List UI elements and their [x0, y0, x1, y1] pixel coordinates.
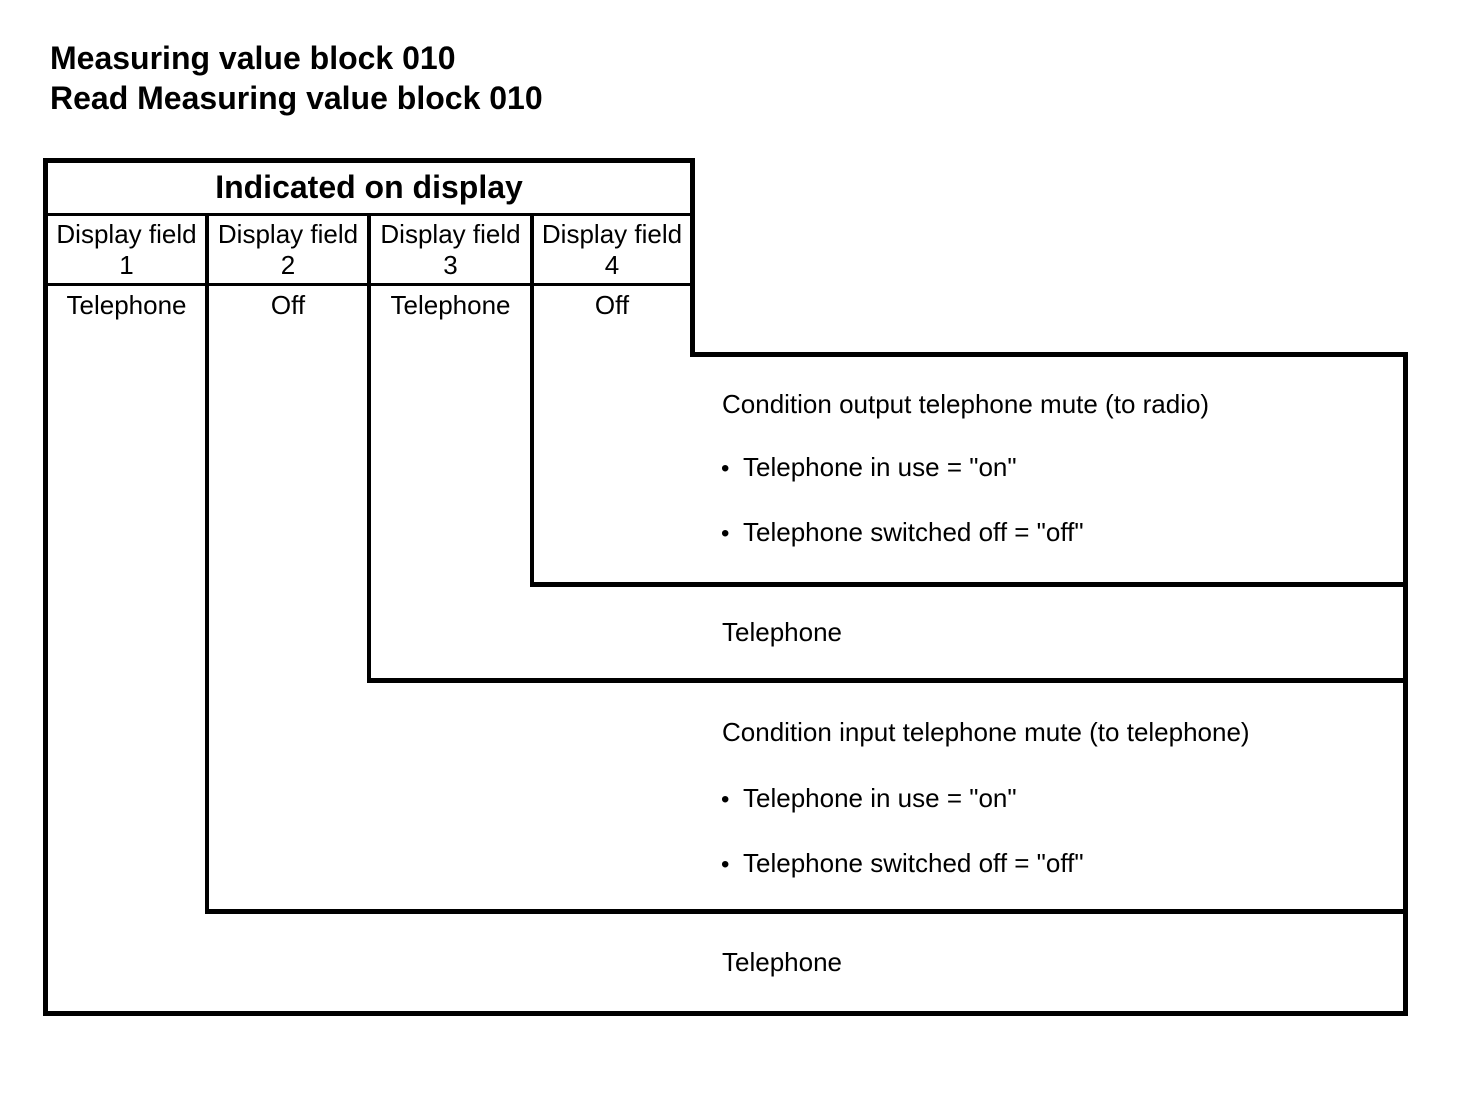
bracket-field4-bottom-line	[530, 582, 1408, 587]
column-header-number: 3	[443, 249, 458, 280]
table-right-border	[690, 158, 695, 357]
bullet-icon: •	[721, 455, 730, 482]
display-field-4-value: Off	[594, 290, 630, 320]
page-title-line1: Measuring value block 010	[50, 40, 456, 76]
field4-bullet-item-1: • Telephone in use = "on"	[721, 451, 1017, 485]
bullet-text: Telephone switched off = "off"	[743, 517, 1084, 547]
bracket-field1-bottom-line	[43, 1011, 1408, 1016]
bullet-icon: •	[721, 851, 730, 878]
field4-condition-heading: Condition output telephone mute (to radi…	[722, 389, 1210, 419]
column-header-display-field-1: Display field 1	[48, 216, 205, 283]
bracket-field2-vertical	[367, 213, 371, 683]
field1-label: Telephone	[722, 947, 842, 977]
column-header-label: Display field	[541, 218, 683, 249]
column-header-label: Display field	[56, 218, 197, 249]
page-title: Measuring value block 010 Read Measuring…	[50, 38, 543, 118]
column-header-display-field-3: Display field 3	[371, 216, 530, 283]
field4-bullet-item-2: • Telephone switched off = "off"	[721, 516, 1084, 550]
display-field-3-value: Telephone	[390, 290, 511, 320]
bracket-field4-step-line	[690, 352, 1408, 357]
bracket-field3-bottom-line	[367, 678, 1408, 683]
table-header: Indicated on display	[215, 168, 523, 205]
bullet-text: Telephone in use = "on"	[743, 783, 1017, 813]
bullet-text: Telephone switched off = "off"	[743, 848, 1084, 878]
table-top-border	[43, 158, 695, 163]
bracket-left-vertical	[43, 158, 48, 1016]
bracket-right-vertical	[1403, 352, 1408, 1016]
display-field-2-value: Off	[270, 290, 306, 320]
column-header-display-field-2: Display field 2	[209, 216, 367, 283]
field2-bullet-item-1: • Telephone in use = "on"	[721, 782, 1017, 816]
bracket-field1-vertical	[205, 213, 209, 914]
column-header-display-field-4: Display field 4	[534, 216, 690, 283]
column-header-number: 4	[604, 249, 620, 280]
column-header-label: Display field	[380, 218, 521, 249]
bracket-field2-bottom-line	[205, 909, 1408, 914]
bullet-icon: •	[721, 520, 730, 547]
column-header-number: 1	[119, 249, 134, 280]
page-title-line2: Read Measuring value block 010	[50, 80, 543, 116]
field2-bullet-item-2: • Telephone switched off = "off"	[721, 847, 1084, 881]
field3-label: Telephone	[722, 617, 842, 647]
column-header-label: Display field	[217, 218, 359, 249]
bullet-icon: •	[721, 786, 730, 813]
bullet-text: Telephone in use = "on"	[743, 452, 1017, 482]
field2-condition-heading: Condition input telephone mute (to telep…	[722, 717, 1250, 747]
display-field-1-value: Telephone	[66, 290, 187, 320]
column-header-number: 2	[280, 249, 296, 280]
bracket-field3-vertical	[530, 213, 534, 587]
